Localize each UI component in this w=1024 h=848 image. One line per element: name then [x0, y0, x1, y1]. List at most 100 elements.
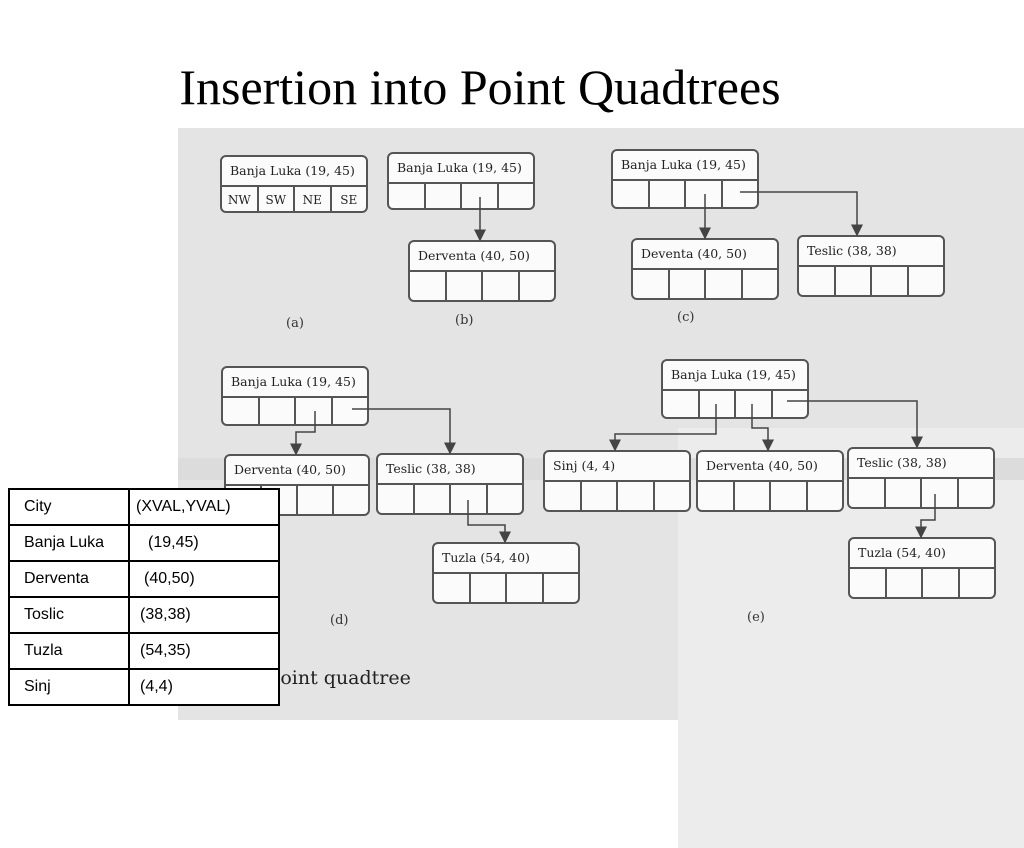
tree-edges [290, 191, 936, 544]
quadrant-cell [410, 272, 447, 300]
table-row: Banja Luka (19,45) [8, 524, 280, 562]
quadrant-cell [507, 574, 544, 602]
table-cell-city: Derventa [8, 560, 130, 598]
quadrant-cell [698, 482, 735, 510]
node-label: Tuzla (54, 40) [850, 539, 994, 569]
quadrant-cell [700, 391, 736, 417]
node-banja-luka-c: Banja Luka (19, 45) [611, 149, 759, 209]
edge-arrow [740, 191, 863, 237]
table-row: Derventa (40,50) [8, 560, 280, 598]
table-cell-coords: (38,38) [128, 596, 280, 634]
table-row: Tuzla (54,35) [8, 632, 280, 670]
quadrant-cell [923, 569, 960, 597]
quadrant-cell [260, 398, 296, 424]
node-label: Banja Luka (19, 45) [613, 151, 757, 181]
node-label: Banja Luka (19, 45) [222, 157, 366, 187]
table-cell-coords: (54,35) [128, 632, 280, 670]
node-label: Teslic (38, 38) [849, 449, 993, 479]
quadrant-cell [706, 270, 743, 298]
quadrant-cell [886, 479, 922, 507]
node-deventa-c: Deventa (40, 50) [631, 238, 779, 300]
node-label: Banja Luka (19, 45) [663, 361, 807, 391]
table-cell-city: Banja Luka [8, 524, 130, 562]
node-tuzla-d: Tuzla (54, 40) [432, 542, 580, 604]
quadrant-cell [378, 485, 415, 513]
node-label: Derventa (40, 50) [410, 242, 554, 272]
node-label: Derventa (40, 50) [698, 452, 842, 482]
node-teslic-c: Teslic (38, 38) [797, 235, 945, 297]
node-banja-luka-b: Banja Luka (19, 45) [387, 152, 535, 210]
edge-arrow [609, 404, 717, 452]
quadrant-cell [426, 184, 462, 208]
quadrant-ne: NE [295, 187, 332, 211]
table-row: Sinj (4,4) [8, 668, 280, 706]
node-label: Sinj (4, 4) [545, 452, 689, 482]
quadrant-cell [799, 267, 836, 295]
quadrant-cell [298, 486, 334, 514]
label-e: (e) [747, 610, 765, 625]
quadrant-cell [613, 181, 650, 207]
node-banja-luka-e: Banja Luka (19, 45) [661, 359, 809, 419]
quadrant-cell [582, 482, 618, 510]
quadrant-nw: NW [222, 187, 259, 211]
quadrant-cell [262, 486, 298, 514]
quadrant-cell [296, 398, 333, 424]
quadrant-cell [471, 574, 507, 602]
node-banja-luka-a: Banja Luka (19, 45) NW SW NE SE [220, 155, 368, 213]
table-row: Toslic (38,38) [8, 596, 280, 634]
quadrant-cell [483, 272, 520, 300]
node-derventa-e: Derventa (40, 50) [696, 450, 844, 512]
quadrant-cell [618, 482, 655, 510]
quadrant-cell [872, 267, 909, 295]
table-cell-coords: (19,45) [128, 524, 280, 562]
quadrant-cell [223, 398, 260, 424]
node-label: Banja Luka (19, 45) [389, 154, 533, 184]
quadrant-cell [451, 485, 488, 513]
node-label: Banja Luka (19, 45) [223, 368, 367, 398]
quadrant-cell [633, 270, 670, 298]
quadrant-cell [415, 485, 451, 513]
quadrant-cell [686, 181, 723, 207]
edge-arrow [787, 400, 923, 449]
quadrant-se: SE [340, 193, 358, 207]
node-label: Teslic (38, 38) [799, 237, 943, 267]
quadrant-sw: SW [259, 187, 295, 211]
quadrant-cell [434, 574, 471, 602]
quadrant-cell [663, 391, 700, 417]
label-d: (d) [330, 613, 349, 628]
quadrant-cell [850, 569, 887, 597]
table-header-coords: (XVAL,YVAL) [128, 488, 280, 526]
quadrant-cell [887, 569, 923, 597]
quadrant-cell [736, 391, 773, 417]
edge-arrow [751, 404, 774, 452]
table-cell-city: Tuzla [8, 632, 130, 670]
edge-arrow [915, 494, 936, 539]
node-label: Derventa (40, 50) [226, 456, 368, 486]
edge-arrow [290, 411, 316, 456]
node-label: Tuzla (54, 40) [434, 544, 578, 574]
quadrant-cell [670, 270, 706, 298]
quadrant-cell [447, 272, 483, 300]
table-cell-coords: (40,50) [128, 560, 280, 598]
quadrant-cell [462, 184, 499, 208]
quadrant-cell [735, 482, 771, 510]
quadrant-cell [836, 267, 872, 295]
table-cell-coords: (4,4) [128, 668, 280, 706]
quadrant-cell [922, 479, 959, 507]
quadrant-cell [849, 479, 886, 507]
quadrant-cell [650, 181, 686, 207]
table-cell-city: Sinj [8, 668, 130, 706]
edge-arrow [352, 408, 456, 455]
quadrant-cell [545, 482, 582, 510]
table-cell-city: Toslic [8, 596, 130, 634]
table-header-row: City (XVAL,YVAL) [8, 488, 280, 526]
city-coordinates-table: City (XVAL,YVAL) Banja Luka (19,45) Derv… [8, 488, 280, 706]
label-c: (c) [677, 310, 695, 325]
node-banja-luka-d: Banja Luka (19, 45) [221, 366, 369, 426]
node-derventa-b: Derventa (40, 50) [408, 240, 556, 302]
node-label: Deventa (40, 50) [633, 240, 777, 270]
quadrant-cell [389, 184, 426, 208]
label-b: (b) [455, 313, 474, 328]
quadrant-cell [771, 482, 808, 510]
node-sinj-e: Sinj (4, 4) [543, 450, 691, 512]
